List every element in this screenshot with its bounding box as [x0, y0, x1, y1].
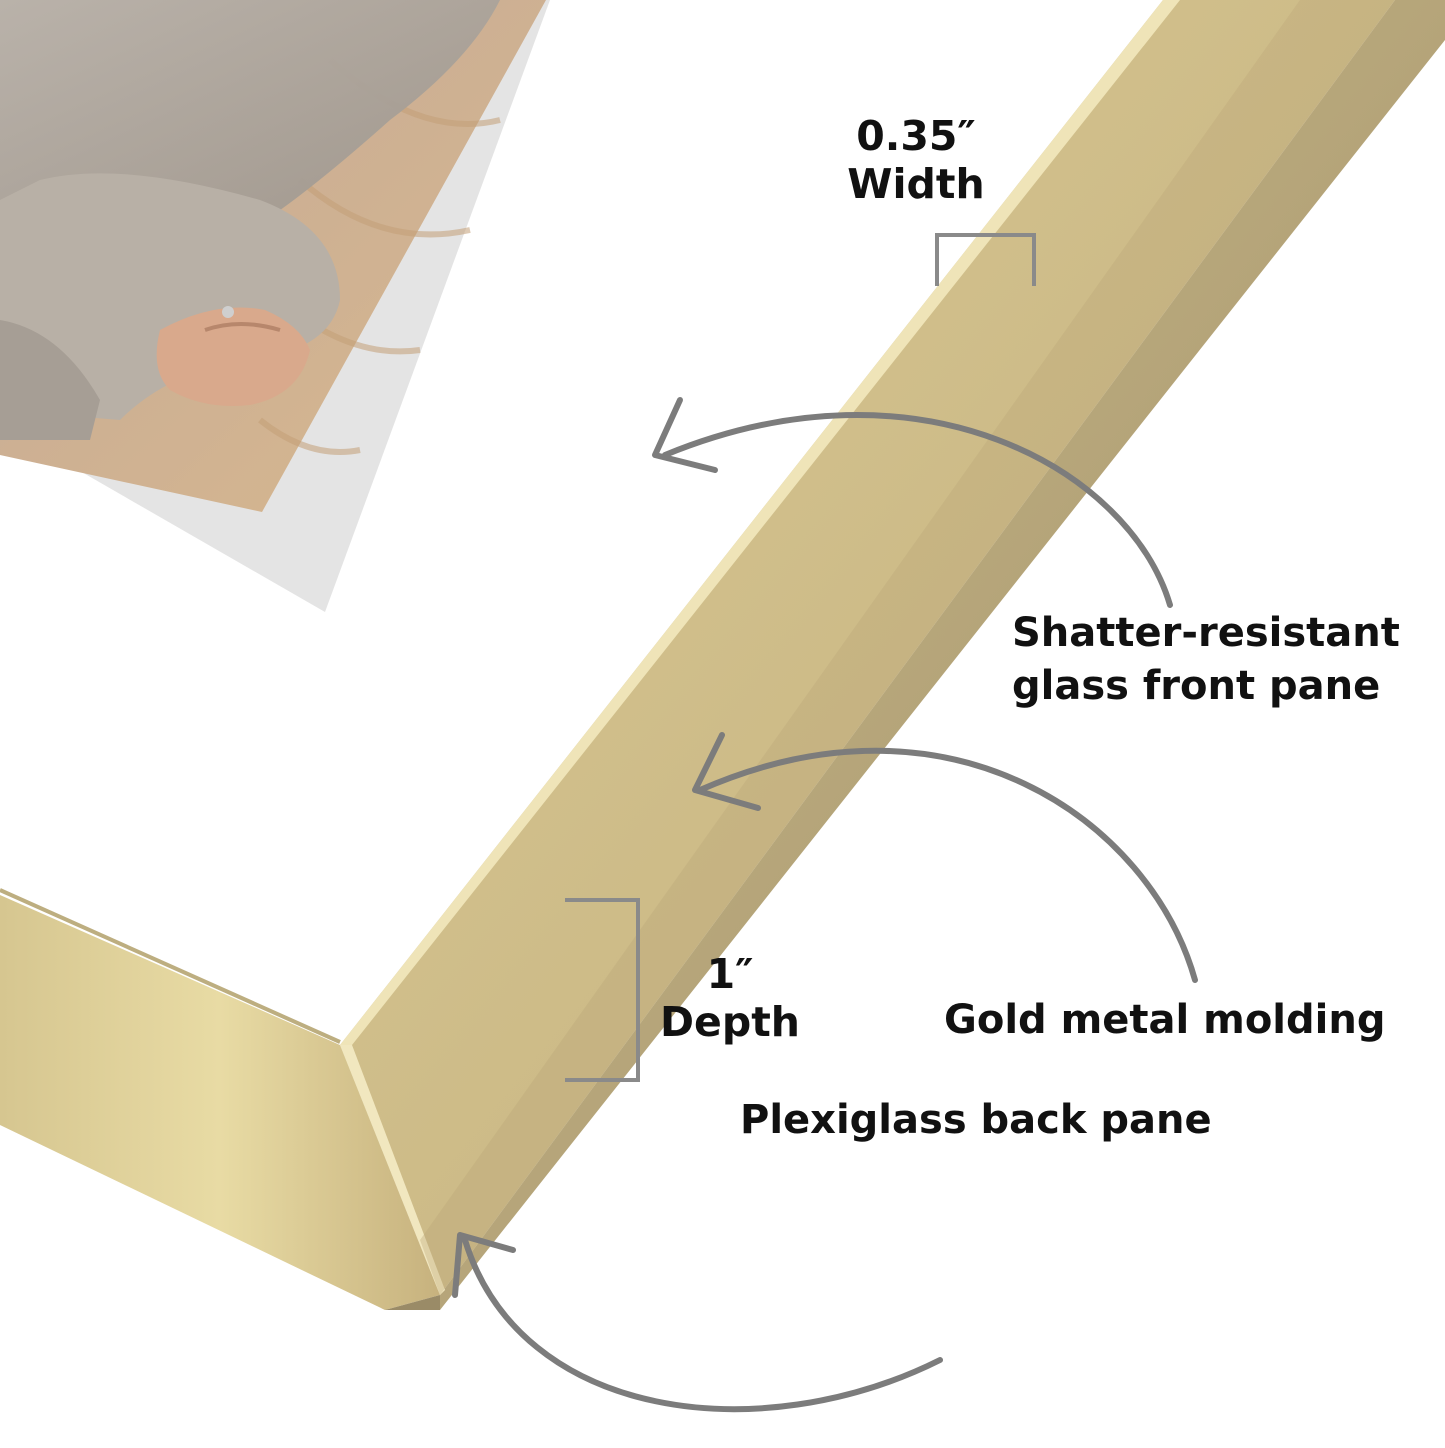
- width-label: 0.35″ Width: [826, 112, 1006, 209]
- gold-frame: [0, 0, 1445, 1310]
- glass-line-1: Shatter-resistant: [1012, 610, 1400, 656]
- plexiglass-text: Plexiglass back pane: [740, 1097, 1212, 1143]
- width-bracket: [935, 233, 1036, 286]
- arrow-molding: [692, 732, 1198, 983]
- depth-caption: Depth: [660, 998, 800, 1047]
- arrow-glass: [652, 397, 1173, 608]
- plexiglass-back-pane-label: Plexiglass back pane: [740, 1097, 1212, 1144]
- gold-metal-molding-label: Gold metal molding: [944, 997, 1385, 1044]
- depth-label: 1″ Depth: [640, 950, 820, 1047]
- depth-value: 1″: [706, 950, 754, 998]
- width-caption: Width: [847, 160, 985, 209]
- arrow-plexiglass: [452, 1232, 943, 1413]
- depth-bracket: [565, 898, 640, 1082]
- glass-line-2: glass front pane: [1012, 662, 1381, 709]
- photo: [0, 0, 546, 512]
- glass-front-pane-label: Shatter-resistant glass front pane: [1012, 607, 1400, 713]
- width-value: 0.35″: [856, 112, 976, 160]
- molding-text: Gold metal molding: [944, 997, 1386, 1043]
